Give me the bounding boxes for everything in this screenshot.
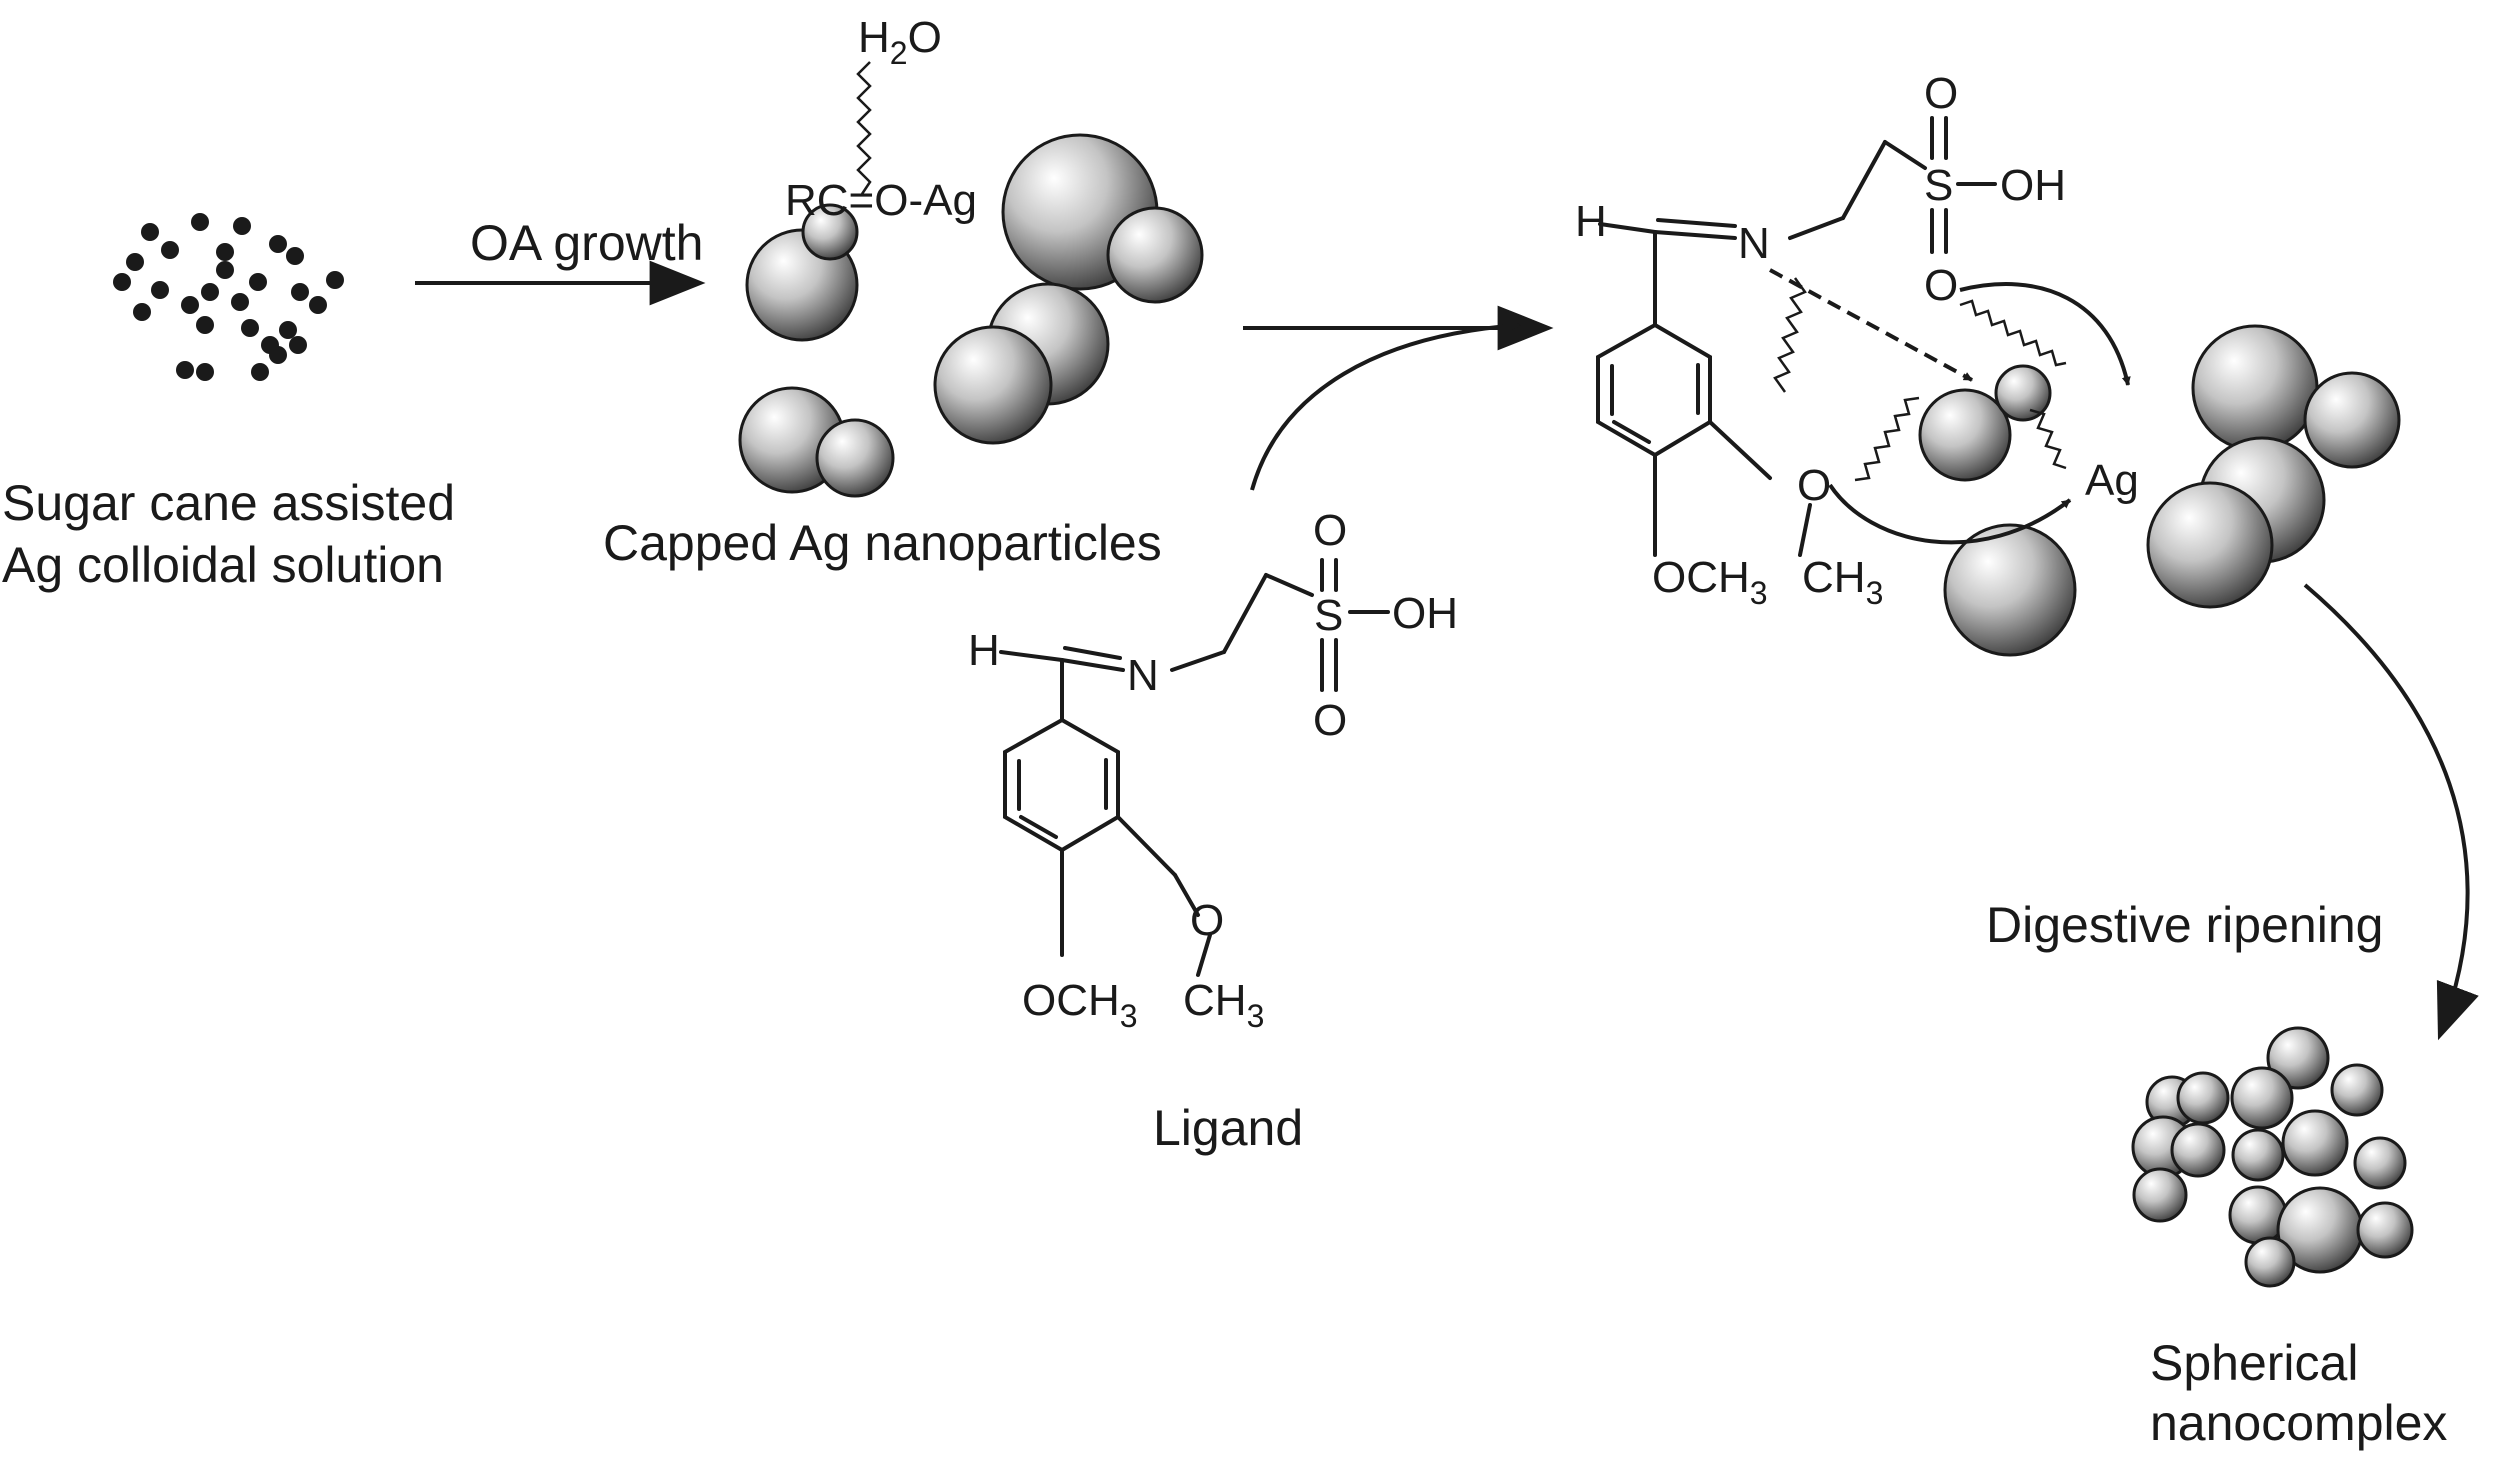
wavy-interaction-3 <box>1854 396 1920 482</box>
bound-n: N <box>1738 219 1770 268</box>
curved-arrow-bottom <box>1828 483 2072 545</box>
ligand-oh: OH <box>1392 589 1458 638</box>
ligand-ch3: CH3 <box>1183 976 1264 1034</box>
ligand-n: N <box>1127 651 1159 700</box>
wavy-interaction-2 <box>1959 299 2067 367</box>
ligand-label: Ligand <box>1153 1100 1303 1156</box>
spherical-nanocomplex <box>2131 1026 2414 1288</box>
ligand-o-methoxy: O <box>1190 896 1224 945</box>
bound-o-top: O <box>1924 69 1958 118</box>
ligand-och3: OCH3 <box>1022 976 1138 1034</box>
wavy-interaction-1 <box>1773 277 1807 393</box>
bound-oh: OH <box>2000 161 2066 210</box>
bound-h: H <box>1575 197 1607 246</box>
ag-cluster <box>2146 324 2401 609</box>
ligand-o-bottom: O <box>1313 696 1347 745</box>
digestive-ripening-arrow <box>2303 583 2479 1041</box>
curved-arrow-top <box>1959 282 2131 386</box>
digestive-label: Digestive ripening <box>1986 897 2383 953</box>
bound-ch3: CH3 <box>1802 553 1883 611</box>
sugar-label-line2: Ag colloidal solution <box>2 537 444 593</box>
bound-ligand-structure <box>1596 116 1997 557</box>
capped-nanoparticles <box>738 133 1204 498</box>
spherical-label-line1: Spherical <box>2150 1335 2358 1391</box>
colloidal-dots <box>113 213 344 381</box>
ag-label: Ag <box>2085 456 2139 505</box>
wavy-interaction-4 <box>2029 408 2067 470</box>
ligand-s: S <box>1314 591 1343 640</box>
ligand-h: H <box>968 626 1000 675</box>
bound-o-bottom: O <box>1924 261 1958 310</box>
h2o-label: H2O <box>858 13 942 71</box>
bound-o-methoxy: O <box>1797 461 1831 510</box>
oa-growth-label: OA growth <box>470 215 703 271</box>
h2o-wavy-chain <box>856 61 872 195</box>
sugar-label-line1: Sugar cane assisted <box>2 475 455 531</box>
ligand-curved-arrow <box>1250 321 1521 491</box>
ligand-o-top: O <box>1313 506 1347 555</box>
ligand-structure <box>999 558 1390 977</box>
capped-label: Capped Ag nanoparticles <box>603 515 1162 571</box>
rc-o-ag-label: RC=O-Ag <box>785 176 977 225</box>
coordination-dashed-arrow <box>1769 268 1973 382</box>
binding-nanoparticles <box>1918 364 2077 657</box>
spherical-label-line2: nanocomplex <box>2150 1395 2447 1451</box>
bound-s: S <box>1924 161 1953 210</box>
bound-och3: OCH3 <box>1652 553 1768 611</box>
